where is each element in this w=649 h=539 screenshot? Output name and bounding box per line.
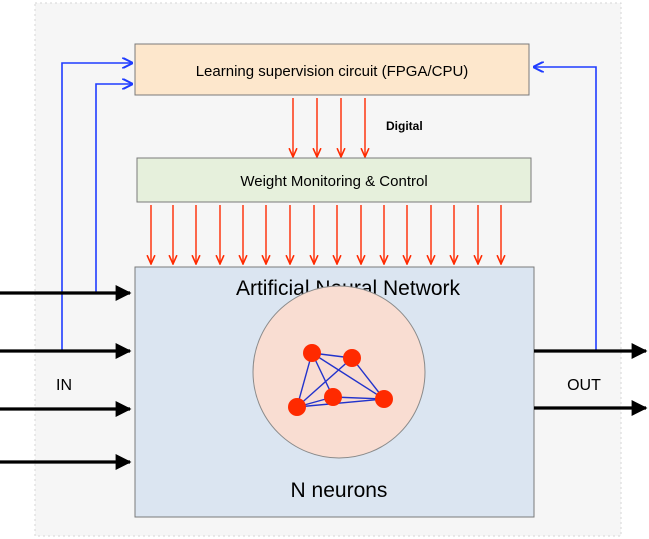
digital-arrows <box>293 98 365 157</box>
synapse <box>296 352 313 408</box>
neuron <box>375 390 393 408</box>
feedback-lines <box>61 63 597 351</box>
neuron <box>324 388 342 406</box>
input-label: IN <box>56 377 72 394</box>
neuron <box>288 398 306 416</box>
feedback-line-in-2 <box>95 84 132 293</box>
feedback-line-in-1 <box>61 63 132 351</box>
input-arrows <box>0 285 132 470</box>
neuron <box>303 344 321 362</box>
neurons-label: N neurons <box>291 479 388 502</box>
synapse <box>311 352 385 400</box>
supervision-circuit-label: Learning supervision circuit (FPGA/CPU) <box>196 63 469 80</box>
synapse <box>296 357 353 408</box>
neurons <box>288 344 393 416</box>
output-arrows <box>534 343 648 416</box>
control-arrows <box>151 205 501 264</box>
weight-monitoring-label: Weight Monitoring & Control <box>240 173 427 190</box>
synapse <box>296 398 385 408</box>
neuron <box>343 349 361 367</box>
digital-label: Digital <box>386 119 423 133</box>
supervision-circuit-box <box>134 43 530 96</box>
weight-monitoring-box <box>136 157 532 203</box>
neuron-population-circle <box>252 285 426 459</box>
feedback-line-out <box>534 67 597 351</box>
output-label: OUT <box>567 377 601 394</box>
